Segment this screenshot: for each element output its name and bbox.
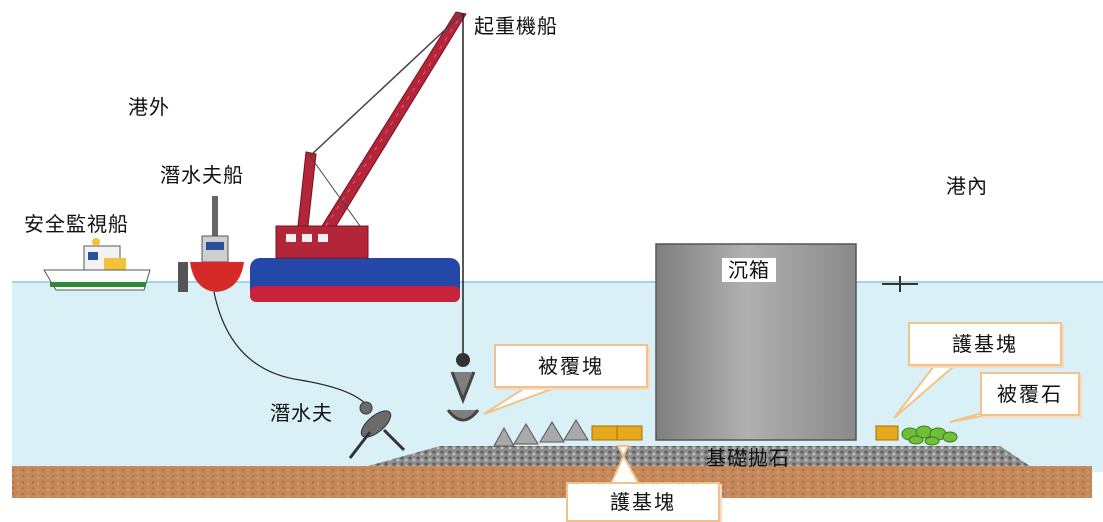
armor-stone-callout: 被覆石 xyxy=(980,372,1080,416)
safety-ship-label: 安全監視船 xyxy=(24,212,129,236)
caisson-label: 沉箱 xyxy=(722,258,776,282)
diver-ship-icon xyxy=(178,196,244,292)
foundation-rubble-label: 基礎拋石 xyxy=(706,446,790,470)
inner-harbor-label: 港內 xyxy=(946,174,988,198)
diver-ship-label: 潛水夫船 xyxy=(160,163,244,187)
seabed xyxy=(12,466,1092,498)
foundation-rubble-mound xyxy=(368,446,1030,466)
diver-label: 潛水夫 xyxy=(270,401,333,425)
armor-stones xyxy=(901,425,958,446)
armor-block-callout: 被覆塊 xyxy=(494,344,648,388)
marker-buoy-icon xyxy=(882,276,918,292)
toe-block-bottom-callout: 護基塊 xyxy=(566,482,720,522)
toe-block-right-callout: 護基塊 xyxy=(908,322,1062,366)
outer-harbor-label: 港外 xyxy=(128,95,170,119)
crane-ship-icon xyxy=(250,11,480,422)
toe-block-right-icon xyxy=(875,425,899,441)
safety-ship-icon xyxy=(43,238,151,291)
armor-blocks xyxy=(493,419,589,447)
crane-ship-label: 起重機船 xyxy=(474,14,558,38)
toe-block-right-pointer xyxy=(893,365,957,419)
diver-icon xyxy=(348,401,406,459)
diver-hose xyxy=(213,291,371,411)
